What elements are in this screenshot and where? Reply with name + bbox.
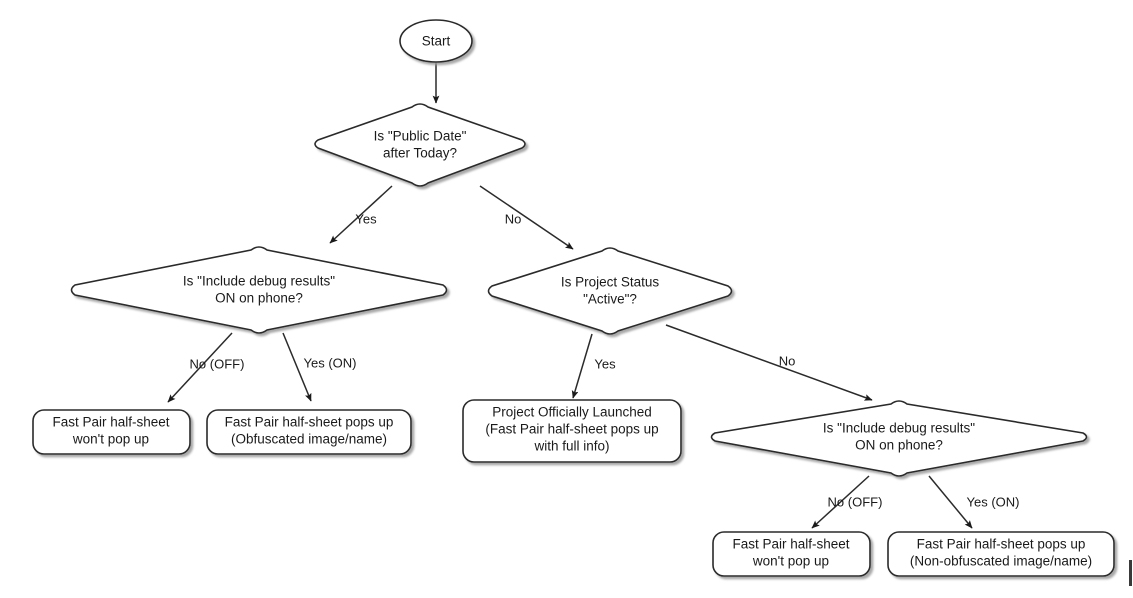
left-off-result-box[interactable] [32,409,191,455]
public-date-line2: after Today? [383,146,457,161]
edge-debug-left-off [167,332,233,403]
edge-project-status-no [665,324,873,401]
start-label: Start [422,34,451,49]
edge-label-debug-right-on: Yes (ON) [967,494,1020,509]
node-debug-right[interactable]: Is "Include debug results" ON on phone? [710,400,1088,477]
edge-labels-layer: Yes No No (OFF) Yes (ON) Yes No No (OFF)… [190,211,1020,509]
debug-left-line2: ON on phone? [215,291,303,306]
right-off-result-line1: Fast Pair half-sheet [732,537,849,552]
page-edge-artifact [1129,560,1132,586]
edge-project-status-yes [571,333,593,399]
node-left-on-result[interactable]: Fast Pair half-sheet pops up (Obfuscated… [206,409,412,455]
node-left-off-result[interactable]: Fast Pair half-sheet won't pop up [32,409,191,455]
left-on-result-box[interactable] [206,409,412,455]
launched-result-line1: Project Officially Launched [492,405,652,420]
right-off-result-box[interactable] [712,531,871,577]
node-right-on-result[interactable]: Fast Pair half-sheet pops up (Non-obfusc… [887,531,1115,577]
right-off-result-line2: won't pop up [752,554,829,569]
public-date-line1: Is "Public Date" [374,129,467,144]
edge-debug-right-on [928,475,973,529]
debug-right-line2: ON on phone? [855,438,943,453]
edge-public-date-yes [329,185,393,244]
edge-label-public-date-no: No [505,211,522,226]
node-launched-result[interactable]: Project Officially Launched (Fast Pair h… [462,399,682,463]
launched-result-box[interactable] [462,399,682,463]
node-start[interactable]: Start [399,19,473,63]
debug-left-line1: Is "Include debug results" [183,274,335,289]
node-project-status[interactable]: Is Project Status "Active"? [487,247,733,335]
edge-label-project-status-yes: Yes [594,356,616,371]
edge-debug-right-off [811,475,870,529]
left-off-result-line2: won't pop up [72,432,149,447]
edge-label-debug-right-off: No (OFF) [828,494,883,509]
edge-label-debug-left-on: Yes (ON) [304,355,357,370]
public-date-diamond[interactable] [314,103,526,187]
project-status-diamond[interactable] [487,247,733,335]
right-on-result-line1: Fast Pair half-sheet pops up [917,537,1086,552]
right-on-result-line2: (Non-obfuscated image/name) [910,554,1092,569]
edge-public-date-no [479,185,574,250]
start-ellipse[interactable] [399,19,473,63]
edges-layer [167,62,973,529]
debug-left-diamond[interactable] [70,246,448,334]
debug-right-diamond[interactable] [710,400,1088,477]
node-right-off-result[interactable]: Fast Pair half-sheet won't pop up [712,531,871,577]
node-debug-left[interactable]: Is "Include debug results" ON on phone? [70,246,448,334]
edge-debug-left-on [282,332,312,402]
left-on-result-line1: Fast Pair half-sheet pops up [225,415,394,430]
launched-result-line3: with full info) [533,439,609,454]
launched-result-line2: (Fast Pair half-sheet pops up [485,422,658,437]
debug-right-line1: Is "Include debug results" [823,421,975,436]
project-status-line1: Is Project Status [561,275,660,290]
node-public-date[interactable]: Is "Public Date" after Today? [314,103,526,187]
edge-label-project-status-no: No [779,353,796,368]
project-status-line2: "Active"? [583,292,637,307]
left-on-result-line2: (Obfuscated image/name) [231,432,387,447]
right-on-result-box[interactable] [887,531,1115,577]
left-off-result-line1: Fast Pair half-sheet [52,415,169,430]
edge-label-public-date-yes: Yes [355,211,377,226]
edge-label-debug-left-off: No (OFF) [190,356,245,371]
